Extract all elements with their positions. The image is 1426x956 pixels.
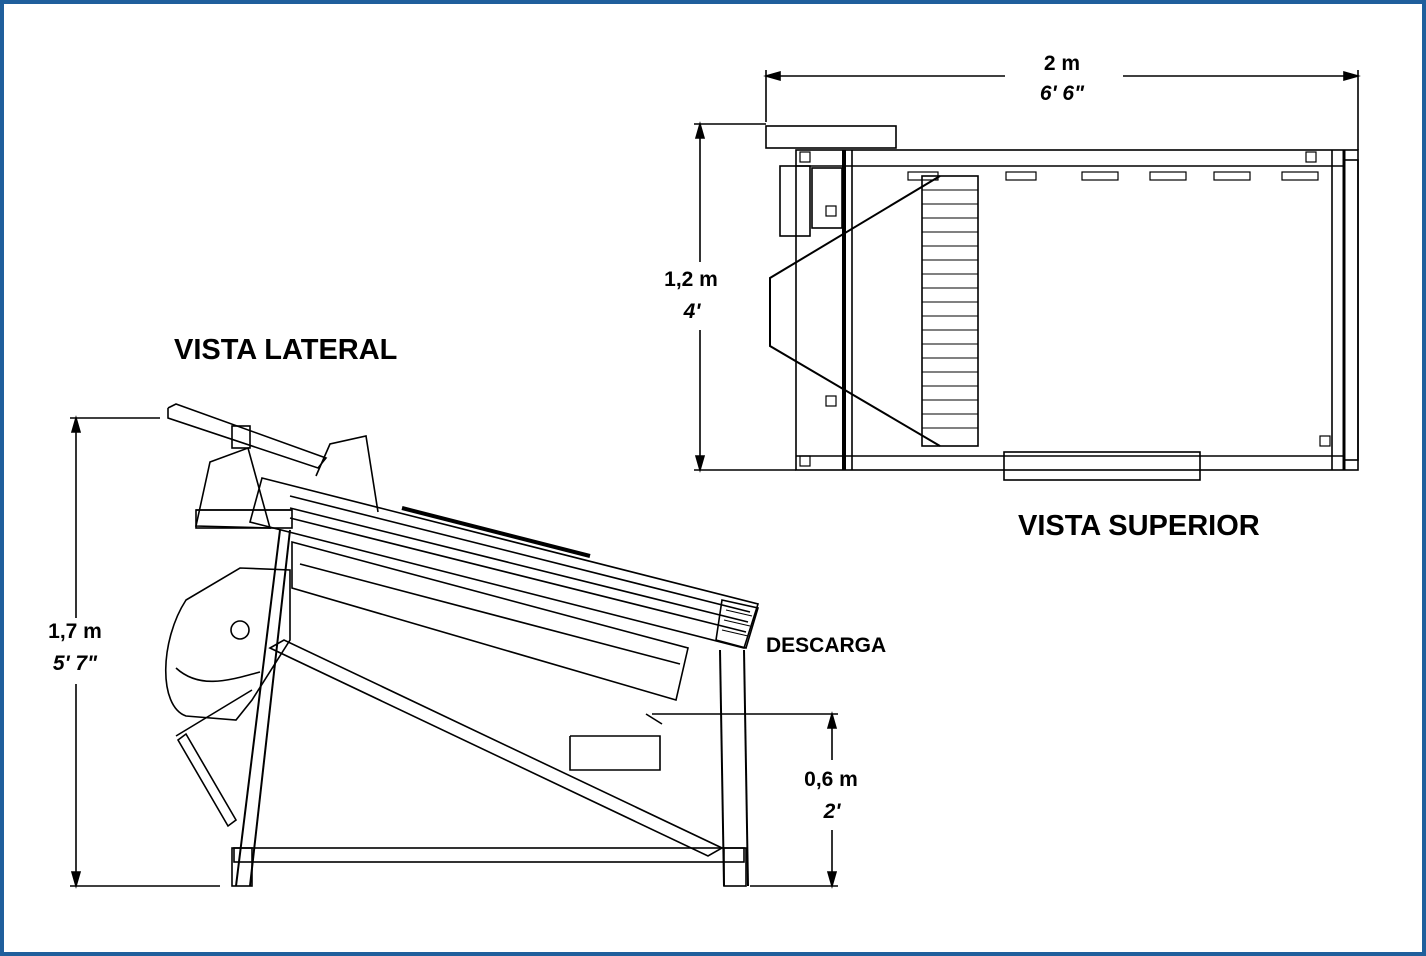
front-leg <box>719 649 725 887</box>
roller-table <box>921 175 979 447</box>
hopper-funnel <box>769 175 941 447</box>
discharge-chute <box>1003 451 1201 481</box>
side-view-drawing <box>70 403 838 889</box>
discharge-grate <box>715 599 760 649</box>
base-rail <box>233 847 745 863</box>
side-view-title: VISTA LATERAL <box>174 334 398 366</box>
top-view-title: VISTA SUPERIOR <box>1018 510 1260 542</box>
discharge-height-metric-label: 0,6 m <box>804 768 858 791</box>
depth-imperial-label: 4' <box>683 300 701 323</box>
height-metric-label: 1,7 m <box>48 620 102 643</box>
hopper <box>315 435 379 513</box>
width-arrow-right <box>1343 70 1361 82</box>
discharge-height-imperial-label: 2' <box>823 800 841 823</box>
height-arrow-top <box>70 415 82 433</box>
main-frame <box>795 149 1359 471</box>
infeed-tray <box>167 403 328 469</box>
rear-leg <box>235 529 281 887</box>
lower-pan <box>291 540 689 702</box>
motor-housing <box>765 125 897 149</box>
width-arrow-left <box>763 70 781 82</box>
top-view-drawing <box>694 70 1361 481</box>
diagonal-brace <box>268 639 724 857</box>
depth-metric-label: 1,2 m <box>664 268 718 291</box>
depth-arrow-top <box>694 121 706 139</box>
discharge-label: DESCARGA <box>766 634 887 657</box>
side-motor <box>164 567 291 721</box>
conveyor-body <box>249 477 760 649</box>
width-imperial-label: 6' 6" <box>1039 82 1085 105</box>
height-arrow-bottom <box>70 871 82 889</box>
width-metric-label: 2 m <box>1043 52 1081 75</box>
depth-arrow-bottom <box>694 455 706 473</box>
height-imperial-label: 5' 7" <box>52 652 98 675</box>
motor-block <box>779 165 811 237</box>
